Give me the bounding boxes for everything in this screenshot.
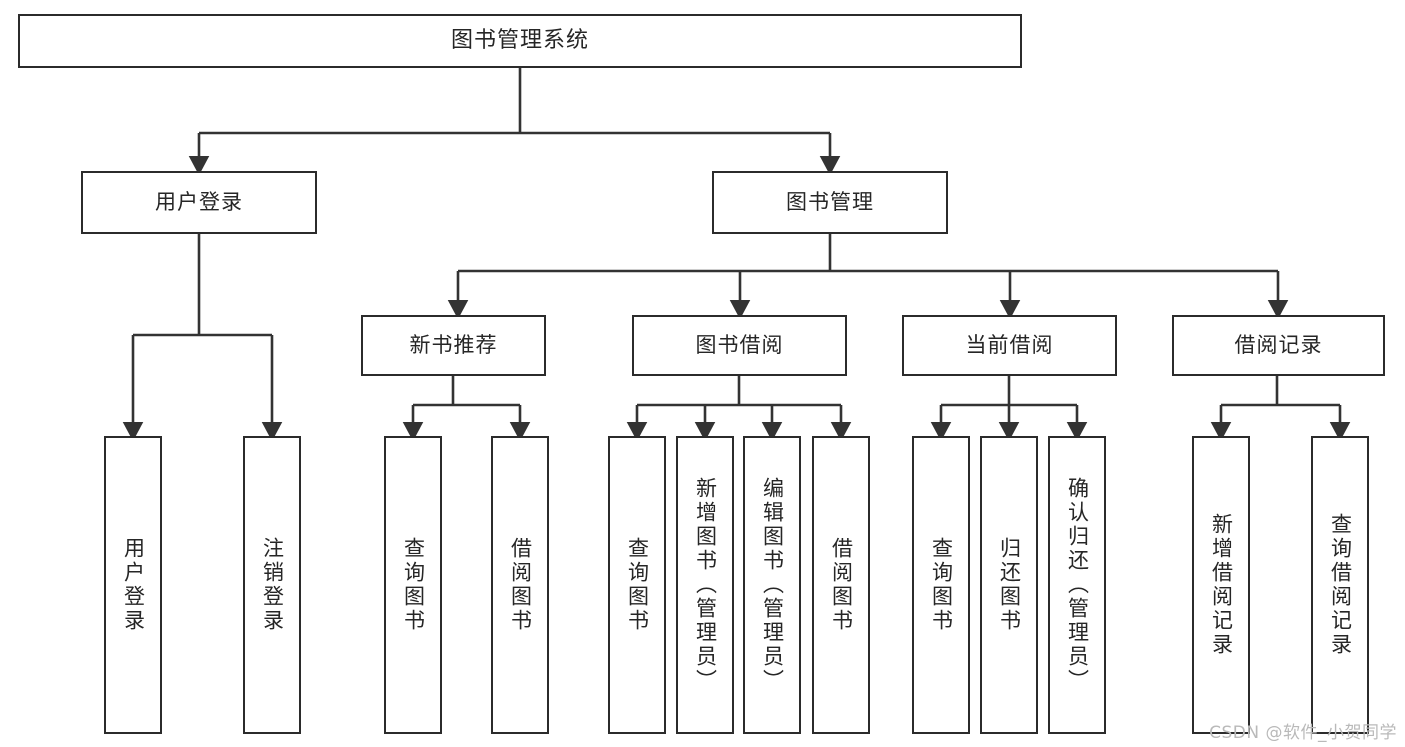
node-label: 注销登录 (260, 537, 285, 633)
node-label: 用户登录 (121, 537, 146, 633)
node-label: 当前借阅 (965, 333, 1054, 358)
node-label: 新增图书（管理员） (693, 477, 718, 693)
leaf-user-login[interactable]: 用户登录 (104, 436, 162, 734)
leaf-borrow-book-2[interactable]: 借阅图书 (812, 436, 870, 734)
node-label: 查询图书 (401, 537, 426, 633)
node-root-system[interactable]: 图书管理系统 (18, 14, 1022, 68)
node-label: 借阅图书 (829, 537, 854, 633)
leaf-edit-book[interactable]: 编辑图书（管理员） (743, 436, 801, 734)
node-label: 确认归还（管理员） (1065, 477, 1090, 693)
leaf-confirm-return[interactable]: 确认归还（管理员） (1048, 436, 1106, 734)
node-book-manage[interactable]: 图书管理 (712, 171, 948, 234)
node-label: 归还图书 (997, 537, 1022, 633)
leaf-add-record[interactable]: 新增借阅记录 (1192, 436, 1250, 734)
leaf-logout[interactable]: 注销登录 (243, 436, 301, 734)
leaf-borrow-book-1[interactable]: 借阅图书 (491, 436, 549, 734)
node-label: 借阅图书 (508, 537, 533, 633)
node-current-borrow[interactable]: 当前借阅 (902, 315, 1117, 376)
leaf-query-record[interactable]: 查询借阅记录 (1311, 436, 1369, 734)
node-label: 查询借阅记录 (1328, 513, 1353, 657)
node-label: 图书管理系统 (450, 28, 589, 54)
node-label: 借阅记录 (1234, 333, 1323, 358)
node-label: 新增借阅记录 (1209, 513, 1234, 657)
leaf-add-book[interactable]: 新增图书（管理员） (676, 436, 734, 734)
node-new-book-recommend[interactable]: 新书推荐 (361, 315, 546, 376)
node-label: 编辑图书（管理员） (760, 477, 785, 693)
node-label: 用户登录 (155, 190, 243, 215)
node-label: 图书管理 (786, 190, 874, 215)
node-label: 查询图书 (929, 537, 954, 633)
node-book-borrow[interactable]: 图书借阅 (632, 315, 847, 376)
node-label: 图书借阅 (695, 333, 784, 358)
node-label: 查询图书 (625, 537, 650, 633)
leaf-query-book-3[interactable]: 查询图书 (912, 436, 970, 734)
node-label: 新书推荐 (409, 333, 498, 358)
csdn-watermark: CSDN @软件_小贺同学 (1209, 723, 1397, 743)
leaf-return-book[interactable]: 归还图书 (980, 436, 1038, 734)
node-borrow-record[interactable]: 借阅记录 (1172, 315, 1385, 376)
leaf-query-book-1[interactable]: 查询图书 (384, 436, 442, 734)
leaf-query-book-2[interactable]: 查询图书 (608, 436, 666, 734)
node-user-login[interactable]: 用户登录 (81, 171, 317, 234)
